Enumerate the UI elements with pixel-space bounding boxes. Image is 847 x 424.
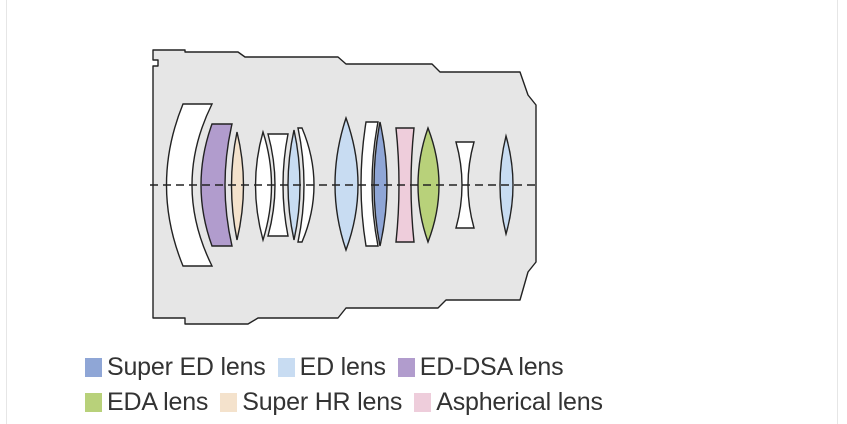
super-hr-swatch-icon xyxy=(220,393,238,412)
lens-element-super-ed xyxy=(373,121,388,247)
legend-item-super-hr: Super HR lens xyxy=(220,388,402,417)
lens-element-ed-2 xyxy=(334,115,359,253)
legend-item-eda: EDA lens xyxy=(85,388,208,417)
ed-dsa-swatch-icon xyxy=(397,358,415,377)
legend-label-ed: ED lens xyxy=(299,353,386,381)
lens-cross-section-diagram xyxy=(150,49,540,325)
lens-type-legend: Super ED lens ED lens ED-DSA lens EDA le… xyxy=(85,350,615,420)
legend-label-super-hr: Super HR lens xyxy=(242,388,403,416)
eda-swatch-icon xyxy=(85,393,102,412)
legend-item-super-ed: Super ED lens xyxy=(85,353,266,382)
legend-row-1: Super ED lens ED lens ED-DSA lens xyxy=(85,350,615,385)
legend-label-super-ed: Super ED lens xyxy=(107,353,266,381)
legend-item-ed-dsa: ED-DSA lens xyxy=(397,353,564,382)
lens-element-clear-meniscus-2 xyxy=(297,127,315,243)
ed-swatch-icon xyxy=(277,358,295,377)
super-ed-swatch-icon xyxy=(85,358,102,377)
aspherical-swatch-icon xyxy=(414,393,432,412)
lens-element-clear-biconvex xyxy=(254,129,273,243)
legend-item-ed: ED lens xyxy=(277,353,386,382)
legend-label-ed-dsa: ED-DSA lens xyxy=(419,353,564,381)
lens-element-super-hr xyxy=(230,131,245,241)
lens-element-clear-meniscus xyxy=(267,133,289,237)
legend-row-2: EDA lens Super HR lens Aspherical lens xyxy=(85,385,615,420)
legend-item-aspherical: Aspherical lens xyxy=(414,388,603,417)
legend-label-aspherical: Aspherical lens xyxy=(436,388,603,416)
figure-frame xyxy=(6,0,838,424)
legend-label-eda: EDA lens xyxy=(107,388,209,416)
lens-element-clear-meniscus-3 xyxy=(360,121,379,247)
